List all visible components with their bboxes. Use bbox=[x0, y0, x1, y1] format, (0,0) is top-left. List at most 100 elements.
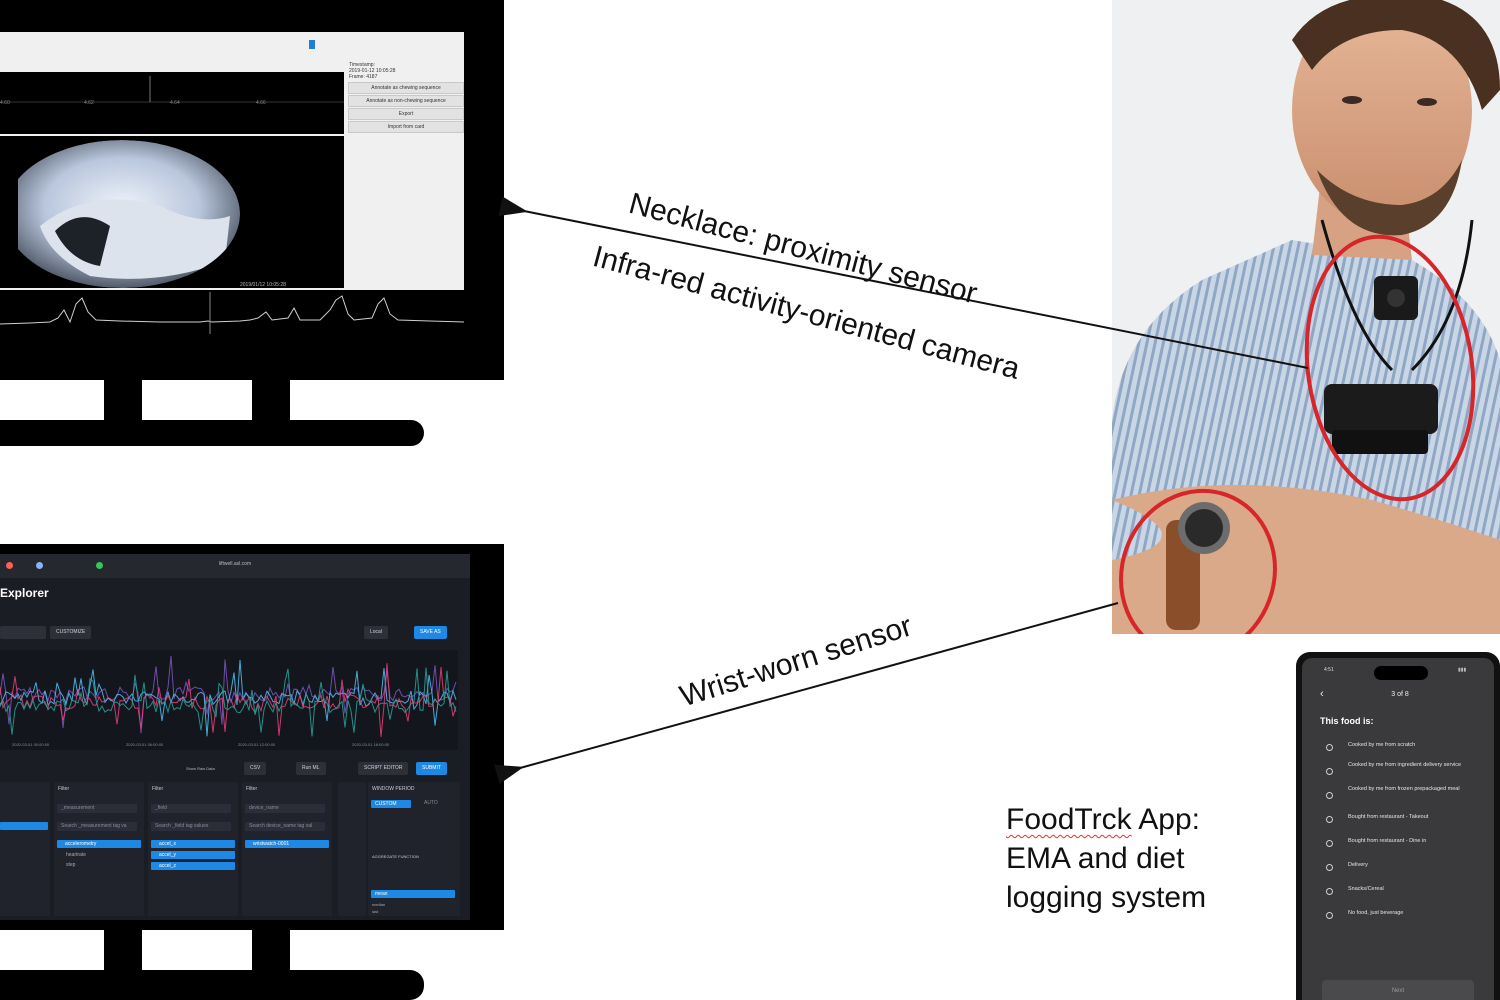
answer-option[interactable]: Snacks/Cereal bbox=[1326, 886, 1486, 906]
timeline-tick: 4.62 bbox=[84, 100, 94, 106]
radio-button-icon[interactable] bbox=[1326, 888, 1333, 895]
timeline-tick: 4.66 bbox=[256, 100, 266, 106]
filter-column bbox=[0, 782, 50, 916]
answer-option[interactable]: Bought from restaurant - Dine in bbox=[1326, 838, 1486, 858]
filter-value-selected[interactable]: accel_y bbox=[151, 851, 235, 859]
sensor-trace-line bbox=[0, 667, 457, 737]
radio-button-icon[interactable] bbox=[1326, 912, 1333, 919]
app-label-line3: logging system bbox=[1006, 881, 1207, 914]
monitor-stand bbox=[104, 378, 142, 422]
app-label-line2: EMA and diet bbox=[1006, 842, 1185, 875]
query-select[interactable] bbox=[0, 626, 46, 639]
filter-head: Filter bbox=[246, 786, 258, 792]
url-bar[interactable]: liftwell.asl.com bbox=[218, 561, 252, 567]
info-timestamp: 2019-01-12 10:05:28 bbox=[349, 68, 396, 74]
monitor-stand bbox=[104, 928, 142, 972]
radio-button-icon[interactable] bbox=[1326, 792, 1333, 799]
filter-value-selected[interactable]: accel_x bbox=[151, 840, 235, 848]
filter-search-input[interactable]: Search _field tag values bbox=[151, 822, 231, 831]
window-period-label: WINDOW PERIOD bbox=[372, 786, 415, 792]
filter-value-selected[interactable]: accelerometry bbox=[57, 840, 141, 848]
window-auto-button[interactable]: AUTO bbox=[424, 800, 438, 806]
answer-label: Delivery bbox=[1348, 862, 1368, 868]
import-button[interactable]: Import from card bbox=[348, 121, 464, 133]
camera-frame-svg bbox=[0, 136, 344, 288]
person-wearing-sensors-illustration bbox=[1112, 0, 1500, 660]
filter-value-selected[interactable]: wristwatch-0001 bbox=[245, 840, 329, 848]
selected-tag[interactable] bbox=[0, 822, 48, 830]
annotate-chewing-button[interactable]: Annotate as chewing sequence bbox=[348, 82, 464, 94]
answer-label: Cooked by me from frozen prepackaged mea… bbox=[1348, 786, 1460, 792]
close-window-icon[interactable] bbox=[6, 562, 13, 569]
answer-option[interactable]: Cooked by me from frozen prepackaged mea… bbox=[1326, 786, 1486, 806]
answer-label: Cooked by me from scratch bbox=[1348, 742, 1416, 748]
aggregate-option[interactable]: median bbox=[372, 902, 386, 907]
wrist-label: Wrist-worn sensor bbox=[676, 609, 916, 714]
aggregate-selected[interactable]: mean bbox=[371, 890, 455, 898]
extension-icon[interactable] bbox=[96, 562, 103, 569]
status-time: 4:51 bbox=[1324, 667, 1334, 673]
export-button[interactable]: Export bbox=[348, 108, 464, 120]
filter-key-select[interactable]: device_name bbox=[245, 804, 325, 813]
filter-head: Filter bbox=[152, 786, 164, 792]
chart-tick-label: 2020-03-01 06:00:00 bbox=[126, 742, 164, 747]
save-as-button[interactable]: SAVE AS bbox=[414, 626, 447, 639]
timeline-plot[interactable]: 4.60 4.62 4.64 4.66 bbox=[0, 72, 344, 134]
local-select[interactable]: Local bbox=[364, 626, 388, 639]
info-label: Timestamp: bbox=[349, 62, 375, 68]
timeseries-svg bbox=[0, 655, 457, 737]
next-button[interactable]: Next bbox=[1322, 980, 1474, 1000]
radio-button-icon[interactable] bbox=[1326, 744, 1333, 751]
filter-search-input[interactable]: Search device_name tag val bbox=[245, 822, 325, 831]
filter-search-input[interactable]: Search _measurement tag va bbox=[57, 822, 137, 831]
filter-column-field: Filter _field Search _field tag values a… bbox=[148, 782, 238, 916]
answer-option[interactable]: Bought from restaurant - Takeout bbox=[1326, 814, 1486, 834]
radio-button-icon[interactable] bbox=[1326, 768, 1333, 775]
status-icons: ▮▮▮ bbox=[1458, 667, 1467, 673]
answer-label: No food, just beverage bbox=[1348, 910, 1404, 916]
answer-option[interactable]: Cooked by me from ingredient delivery se… bbox=[1326, 762, 1486, 782]
sensor-timeseries-chart[interactable] bbox=[0, 650, 458, 750]
aggregate-option[interactable]: last bbox=[372, 909, 379, 914]
radio-button-icon[interactable] bbox=[1326, 816, 1333, 823]
monitor-base bbox=[0, 420, 424, 446]
answer-option[interactable]: Delivery bbox=[1326, 862, 1486, 882]
filter-value[interactable]: step bbox=[66, 862, 76, 868]
phone-notch bbox=[1374, 666, 1428, 680]
aggregate-label: AGGREGATE FUNCTION bbox=[372, 854, 419, 859]
arrow-wrist-to-monitor bbox=[494, 602, 1119, 785]
annotate-non-chewing-button[interactable]: Annotate as non-chewing sequence bbox=[348, 95, 464, 107]
answer-option[interactable]: Cooked by me from scratch bbox=[1326, 742, 1486, 762]
sensor-trace-line bbox=[0, 655, 457, 734]
timeline-tick: 4.64 bbox=[170, 100, 180, 106]
filter-key-select[interactable]: _measurement bbox=[57, 804, 137, 813]
browser-titlebar: liftwell.asl.com bbox=[0, 554, 470, 578]
app-label-suffix: App: bbox=[1138, 803, 1200, 836]
frame-slider[interactable] bbox=[0, 32, 346, 70]
answer-label: Bought from restaurant - Dine in bbox=[1348, 838, 1427, 844]
script-editor-button[interactable]: SCRIPT EDITOR bbox=[358, 762, 409, 775]
show-raw-data-toggle[interactable]: Show Raw Data bbox=[186, 766, 215, 771]
monitor-stand bbox=[252, 378, 290, 422]
filter-key-select[interactable]: _field bbox=[151, 804, 231, 813]
run-ml-button[interactable]: Run ML bbox=[296, 762, 326, 775]
slider-thumb[interactable] bbox=[309, 40, 315, 49]
monitor-stand bbox=[252, 928, 290, 972]
chart-tick-label: 2020-03-01 00:00:00 bbox=[12, 742, 50, 747]
csv-button[interactable]: CSV bbox=[244, 762, 267, 775]
tab-icon[interactable] bbox=[36, 562, 43, 569]
window-custom-button[interactable]: CUSTOM bbox=[371, 800, 411, 808]
customize-button[interactable]: CUSTOMIZE bbox=[50, 626, 92, 639]
filter-value[interactable]: heartrate bbox=[66, 852, 87, 858]
info-frame: Frame: 4187 bbox=[349, 74, 378, 80]
submit-button[interactable]: SUBMIT bbox=[416, 762, 447, 775]
filter-column-measurement: Filter _measurement Search _measurement … bbox=[54, 782, 144, 916]
back-icon[interactable]: ‹ bbox=[1320, 688, 1324, 700]
chart-tick-label: 2020-03-01 18:00:00 bbox=[352, 742, 390, 747]
answer-option[interactable]: No food, just beverage bbox=[1326, 910, 1486, 930]
radio-button-icon[interactable] bbox=[1326, 840, 1333, 847]
signal-svg bbox=[0, 292, 464, 334]
data-explorer-screen: liftwell.asl.com Explorer CUSTOMIZE Loca… bbox=[0, 554, 470, 920]
radio-button-icon[interactable] bbox=[1326, 864, 1333, 871]
filter-value-selected[interactable]: accel_z bbox=[151, 862, 235, 870]
